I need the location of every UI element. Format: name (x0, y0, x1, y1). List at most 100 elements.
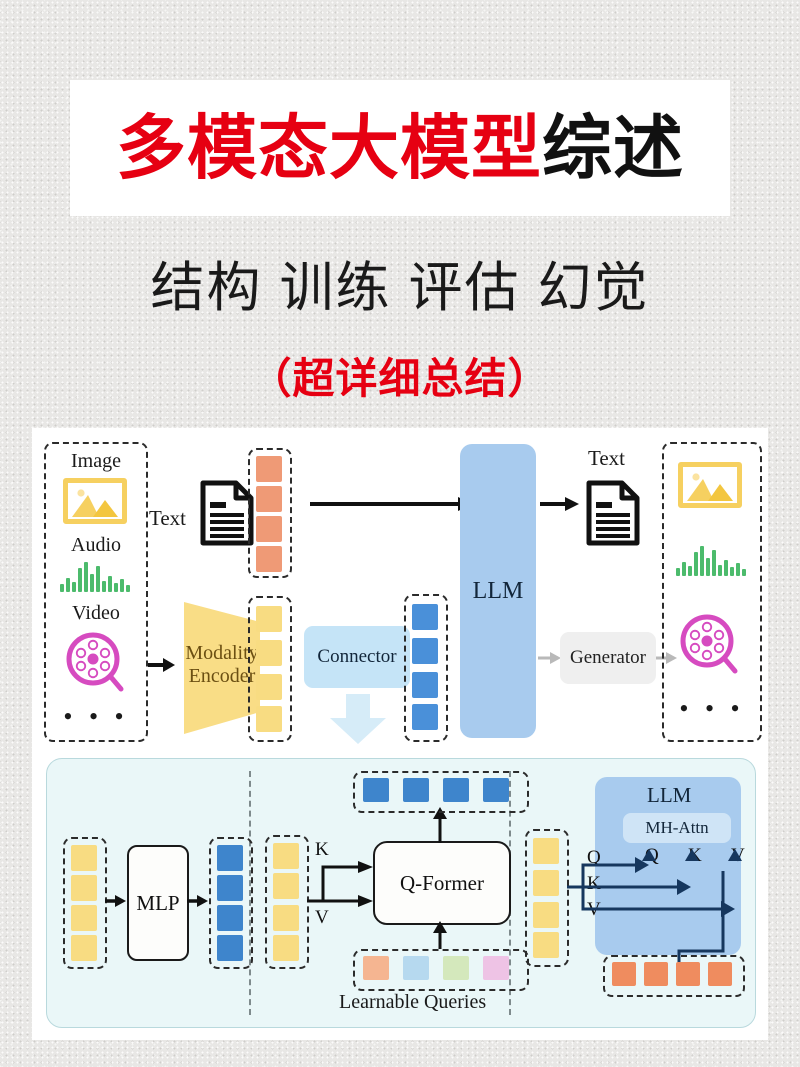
encoder-label: Modality Encoder (185, 642, 259, 687)
token (217, 935, 243, 961)
input-image-label: Image (71, 450, 121, 472)
crossattn-llm-label: LLM (647, 783, 692, 807)
learnable-queries-tokens (353, 949, 529, 991)
token (403, 956, 429, 980)
token (256, 674, 282, 700)
output-document-icon (586, 480, 640, 546)
token (412, 672, 438, 698)
token (644, 962, 668, 986)
video-reel-icon (66, 632, 126, 694)
generator-to-output-arrow (656, 652, 677, 664)
input-more-dots: • • • (63, 702, 129, 731)
token (256, 640, 282, 666)
input-text-label: Text (149, 506, 187, 530)
projected-token-column (404, 594, 448, 742)
token (533, 902, 559, 928)
token (273, 935, 299, 961)
connector-variants-panel: MLP K V Q-Former (46, 758, 756, 1028)
queries-in-arrow (433, 921, 447, 949)
page-title: 多模态大模型综述 (116, 113, 684, 183)
input-video-label: Video (72, 602, 120, 624)
crossattn-q-label: Q (587, 847, 601, 868)
token (71, 905, 97, 931)
output-more-dots: • • • (679, 694, 745, 723)
token (403, 778, 429, 802)
modality-encoder-block: Modality Encoder (180, 596, 264, 738)
crossattn-input-tokens (525, 829, 569, 967)
modality-token-column (248, 596, 292, 742)
token (217, 845, 243, 871)
document-icon (200, 480, 254, 546)
token (412, 704, 438, 730)
token (256, 456, 282, 482)
token (708, 962, 732, 986)
learnable-queries-label: Learnable Queries (339, 991, 487, 1013)
token (256, 516, 282, 542)
llm-block: LLM (460, 444, 536, 738)
token (676, 962, 700, 986)
mh-attn-block: MH-Attn (623, 813, 731, 843)
mlp-block: MLP (127, 845, 189, 961)
image-icon (678, 462, 742, 508)
token (256, 546, 282, 572)
video-reel-icon (680, 614, 740, 676)
qformer-kv-arrows (307, 861, 373, 907)
token (71, 935, 97, 961)
token (363, 778, 389, 802)
llm-to-generator-arrow (538, 652, 561, 664)
title-band: 多模态大模型综述 (70, 80, 730, 216)
generator-block: Generator (560, 632, 656, 684)
token (612, 962, 636, 986)
subtitle: 结构 训练 评估 幻觉 (150, 258, 650, 318)
crossattn-k-label: K (587, 873, 601, 894)
token (217, 875, 243, 901)
output-text-label: Text (588, 446, 626, 470)
token (273, 843, 299, 869)
text-to-llm-arrow (310, 497, 473, 511)
connector-down-arrow (330, 694, 386, 744)
qformer-input-tokens (265, 835, 309, 969)
crossattn-bottom-tokens (603, 955, 745, 997)
output-modality-group: • • • (662, 442, 762, 742)
token (412, 604, 438, 630)
mlp-input-tokens (63, 837, 107, 969)
qformer-value-label: V (315, 907, 329, 928)
token (363, 956, 389, 980)
qformer-output-tokens (353, 771, 529, 813)
mlp-in-arrow (105, 895, 126, 907)
token (256, 606, 282, 632)
connector-block: Connector (304, 626, 410, 688)
token (533, 838, 559, 864)
mlp-output-tokens (209, 837, 253, 969)
input-modality-group: Image Audio Video (44, 442, 148, 742)
text-token-column (248, 448, 292, 578)
token (483, 956, 509, 980)
input-audio-label: Audio (71, 534, 121, 556)
figure-card: Image Audio Video (32, 428, 768, 1040)
title-red-part: 多模态大模型 (116, 109, 542, 187)
title-black-part: 综述 (542, 109, 684, 187)
qformer-key-label: K (315, 839, 329, 860)
token (273, 873, 299, 899)
image-icon (63, 478, 127, 524)
architecture-overview: Image Audio Video (32, 428, 768, 750)
mlp-out-arrow (187, 895, 208, 907)
panel-divider-1 (249, 771, 251, 1015)
token (483, 778, 509, 802)
token (443, 956, 469, 980)
llm-to-text-arrow (540, 497, 579, 511)
subtitle-highlight: （超详细总结） (249, 355, 551, 402)
token (533, 870, 559, 896)
q-former-block: Q-Former (373, 841, 511, 925)
audio-waveform-icon (56, 562, 134, 592)
token (273, 905, 299, 931)
token (412, 638, 438, 664)
audio-waveform-icon (672, 546, 750, 576)
token (71, 875, 97, 901)
token (71, 845, 97, 871)
modality-to-encoder-arrow (148, 658, 175, 672)
token (533, 932, 559, 958)
token (256, 486, 282, 512)
token (443, 778, 469, 802)
token (217, 905, 243, 931)
